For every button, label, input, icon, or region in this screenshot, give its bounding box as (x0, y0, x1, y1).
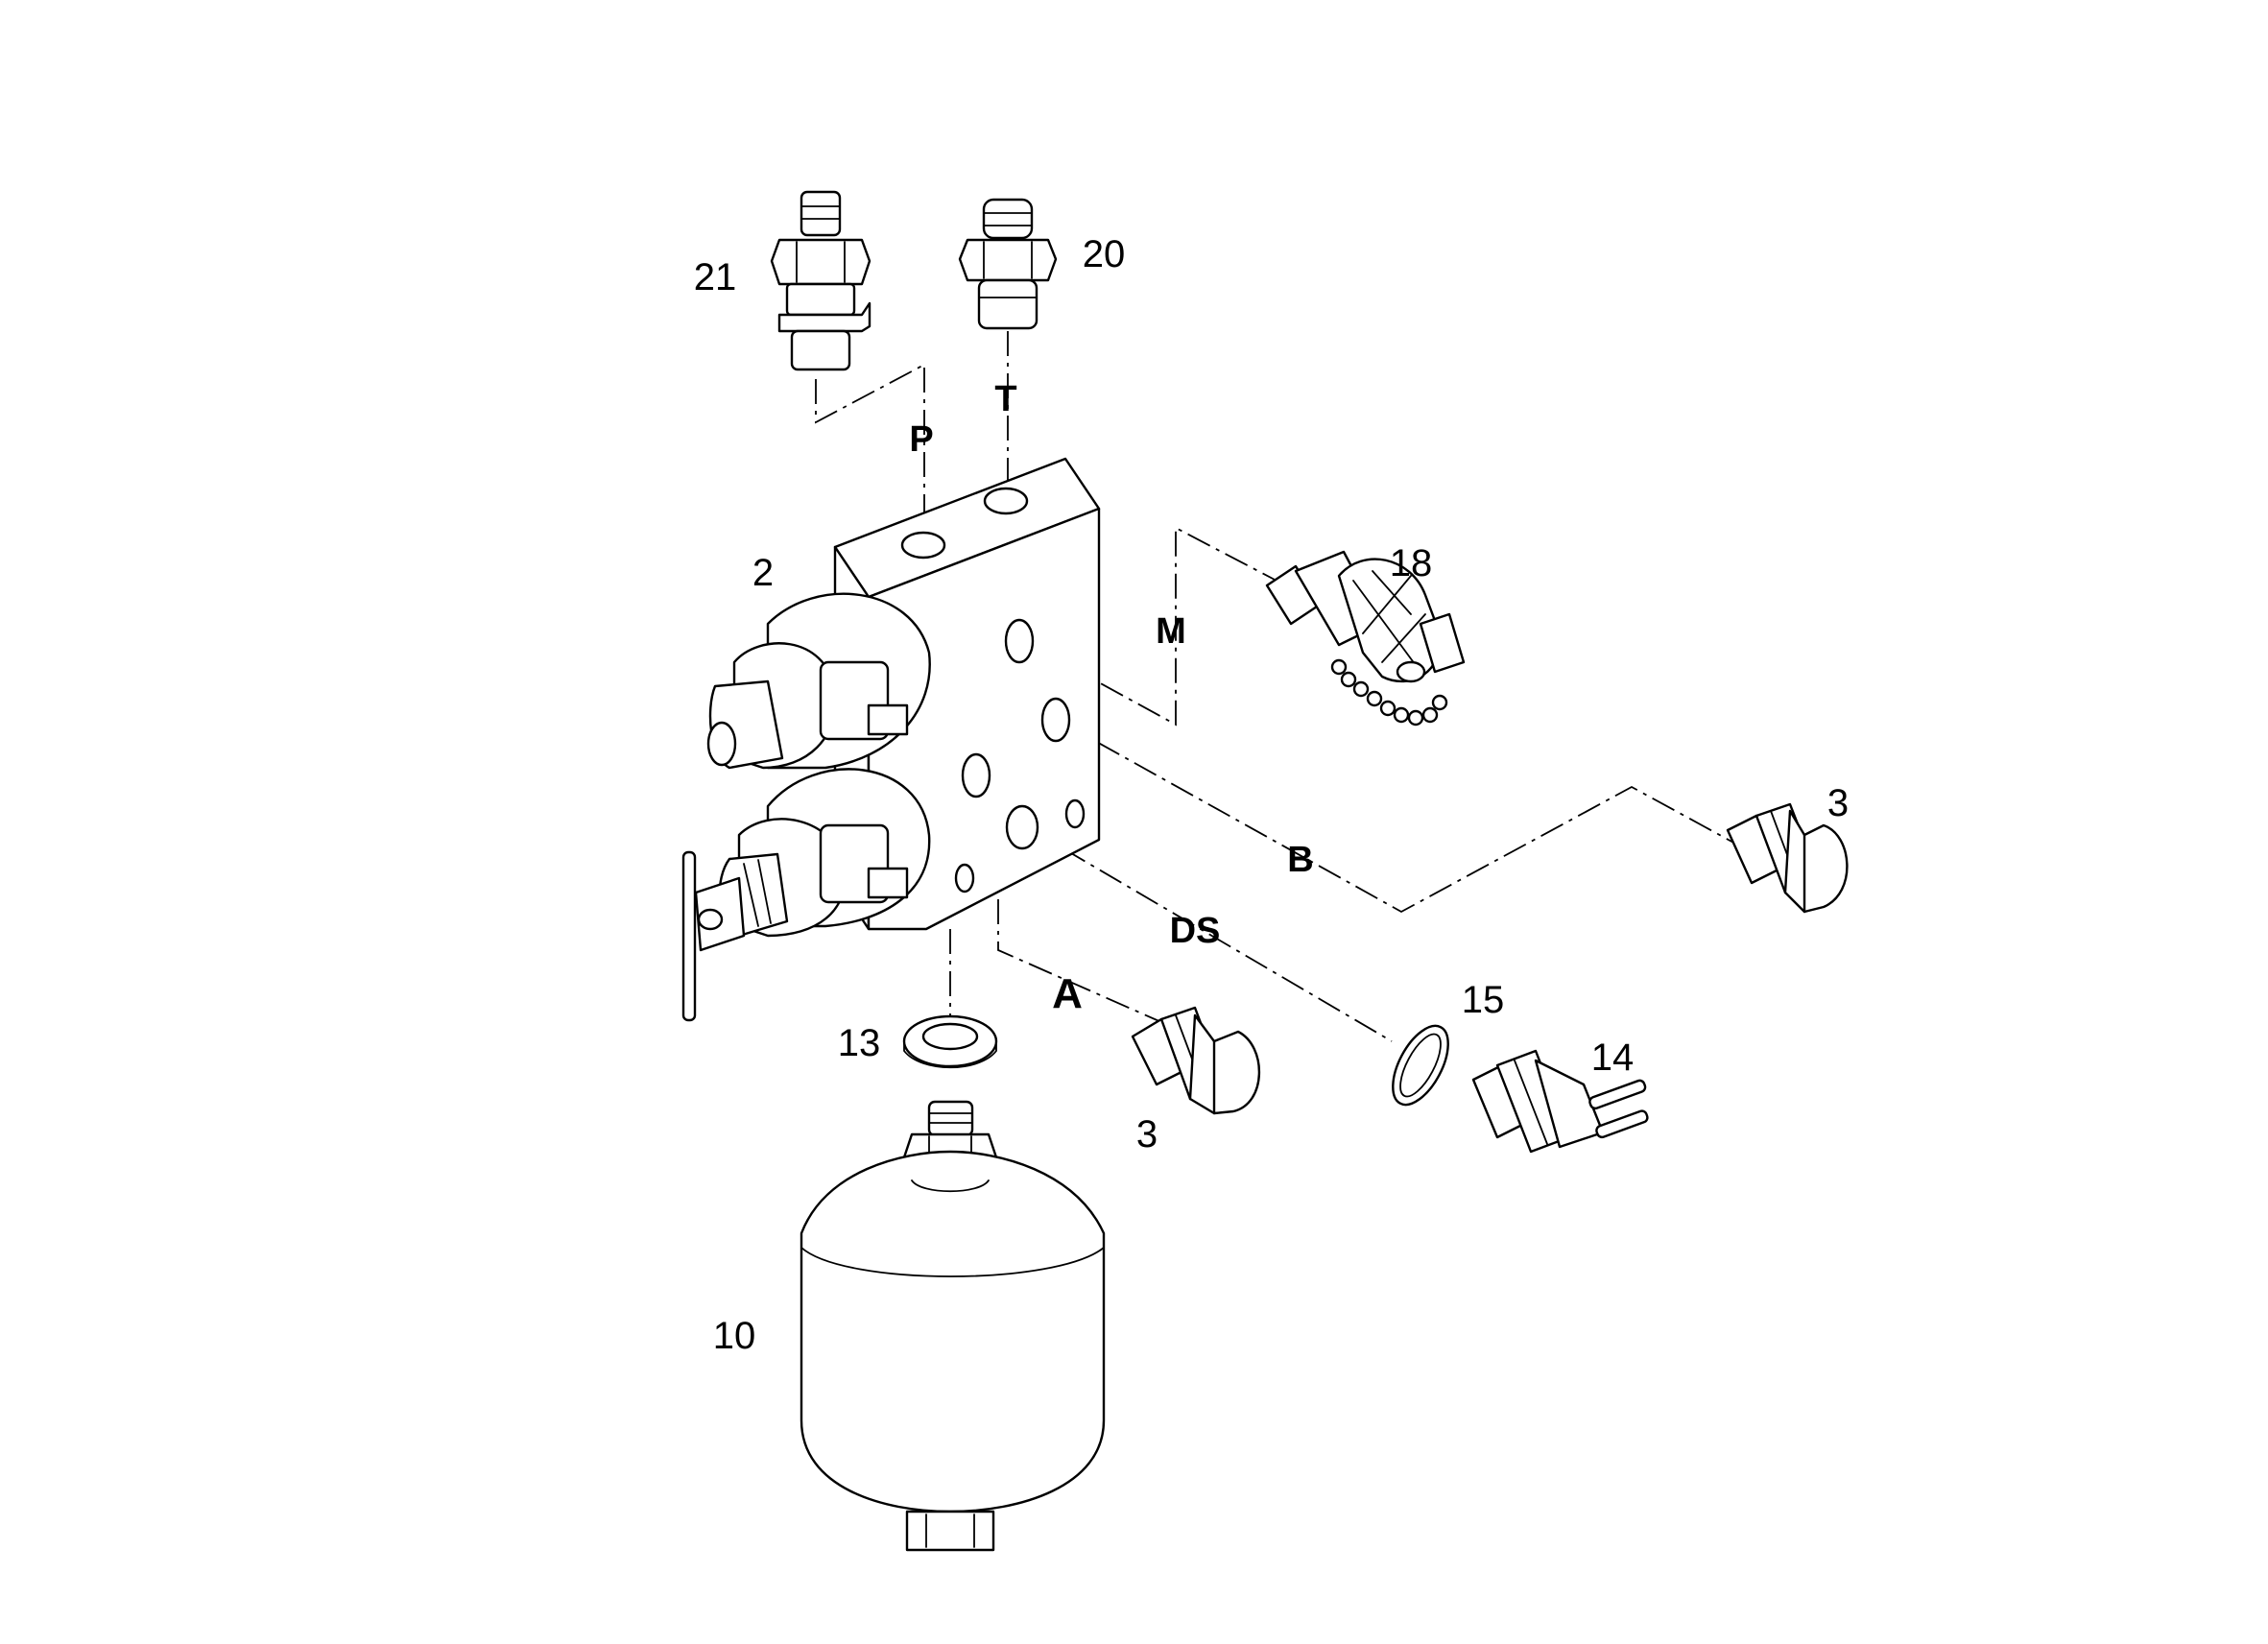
fitting-20 (958, 198, 1058, 330)
port-label-m: M (1156, 611, 1186, 652)
callout-2: 2 (752, 552, 774, 594)
callout-20: 20 (1083, 233, 1126, 275)
line-port-b (1060, 721, 1738, 914)
callout-18: 18 (1390, 542, 1433, 584)
fitting-3-port-b (1726, 802, 1849, 914)
fitting-3-port-a (1131, 1006, 1261, 1115)
o-ring-15 (1392, 1024, 1449, 1107)
test-coupling-18 (1265, 550, 1466, 727)
valve-block-2 (681, 457, 1101, 1022)
accumulator-10 (800, 1100, 1106, 1552)
port-label-b: B (1287, 840, 1313, 880)
seal-ring-13 (902, 1014, 998, 1069)
upper-solenoid (706, 592, 931, 770)
callout-labels: 21 20 2 18 3 3 13 15 14 10 (694, 233, 1849, 1357)
port-label-t: T (994, 379, 1016, 419)
mounting-hole (1064, 798, 1086, 829)
coupling-chain (1330, 658, 1448, 727)
lower-solenoid (681, 768, 931, 1022)
port-hole-m (1004, 618, 1035, 664)
callout-3-bottom: 3 (1136, 1113, 1158, 1156)
port-hole-ds (1005, 804, 1039, 850)
mounting-hole (954, 863, 975, 893)
port-labels: P T M B DS A (909, 379, 1313, 1017)
callout-15: 15 (1462, 979, 1505, 1021)
line-port-p (815, 363, 925, 533)
port-label-ds: DS (1170, 911, 1221, 951)
port-hole-a (961, 752, 991, 798)
port-label-a: A (1052, 970, 1083, 1017)
port-hole-b (1040, 697, 1071, 743)
line-port-ds (1026, 826, 1393, 1042)
pressure-switch-14 (1471, 1049, 1649, 1154)
callout-13: 13 (838, 1022, 881, 1064)
callout-3-right: 3 (1827, 782, 1849, 824)
port-label-p: P (909, 419, 933, 460)
callout-10: 10 (713, 1315, 756, 1357)
line-port-m (1026, 526, 1277, 727)
callout-21: 21 (694, 256, 737, 298)
callout-14: 14 (1591, 1036, 1635, 1079)
port-hole-t (983, 487, 1029, 515)
port-hole-p (900, 531, 946, 560)
fitting-21 (770, 190, 871, 371)
